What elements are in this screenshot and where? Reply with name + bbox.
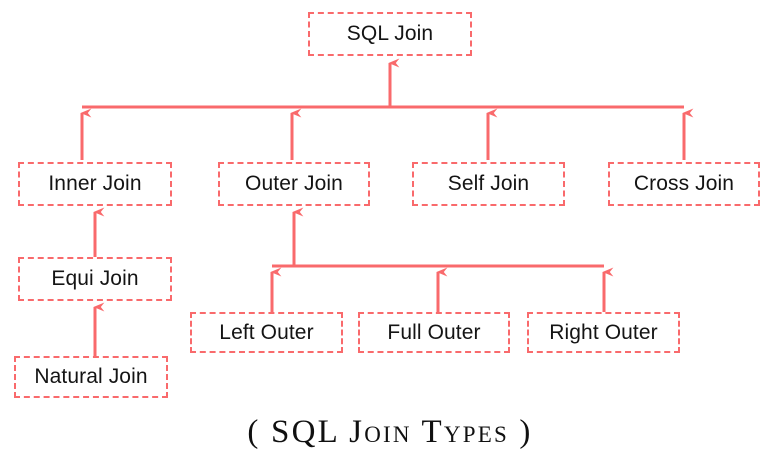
node-label-cross-join: Cross Join bbox=[633, 172, 735, 195]
node-label-equi-join: Equi Join bbox=[51, 267, 139, 290]
node-left-outer[interactable]: Left Outer bbox=[190, 312, 343, 353]
node-label-self-join: Self Join bbox=[447, 172, 530, 195]
node-label-sql-join: SQL Join bbox=[346, 22, 434, 45]
node-label-full-outer: Full Outer bbox=[387, 320, 481, 344]
node-right-outer[interactable]: Right Outer bbox=[527, 312, 680, 353]
node-label-inner-join: Inner Join bbox=[48, 172, 142, 195]
node-sql-join[interactable]: SQL Join bbox=[308, 12, 472, 56]
node-self-join[interactable]: Self Join bbox=[412, 162, 565, 206]
node-label-right-outer: Right Outer bbox=[549, 320, 658, 344]
node-outer-join[interactable]: Outer Join bbox=[218, 162, 370, 206]
node-equi-join[interactable]: Equi Join bbox=[18, 257, 172, 301]
node-cross-join[interactable]: Cross Join bbox=[608, 162, 760, 206]
node-inner-join[interactable]: Inner Join bbox=[18, 162, 172, 206]
node-full-outer[interactable]: Full Outer bbox=[358, 312, 510, 353]
node-natural-join[interactable]: Natural Join bbox=[14, 356, 168, 398]
diagram-caption: ( SQL Join Types ) bbox=[247, 414, 533, 450]
node-label-natural-join: Natural Join bbox=[34, 365, 148, 388]
node-label-outer-join: Outer Join bbox=[245, 172, 343, 195]
node-label-left-outer: Left Outer bbox=[219, 320, 314, 344]
